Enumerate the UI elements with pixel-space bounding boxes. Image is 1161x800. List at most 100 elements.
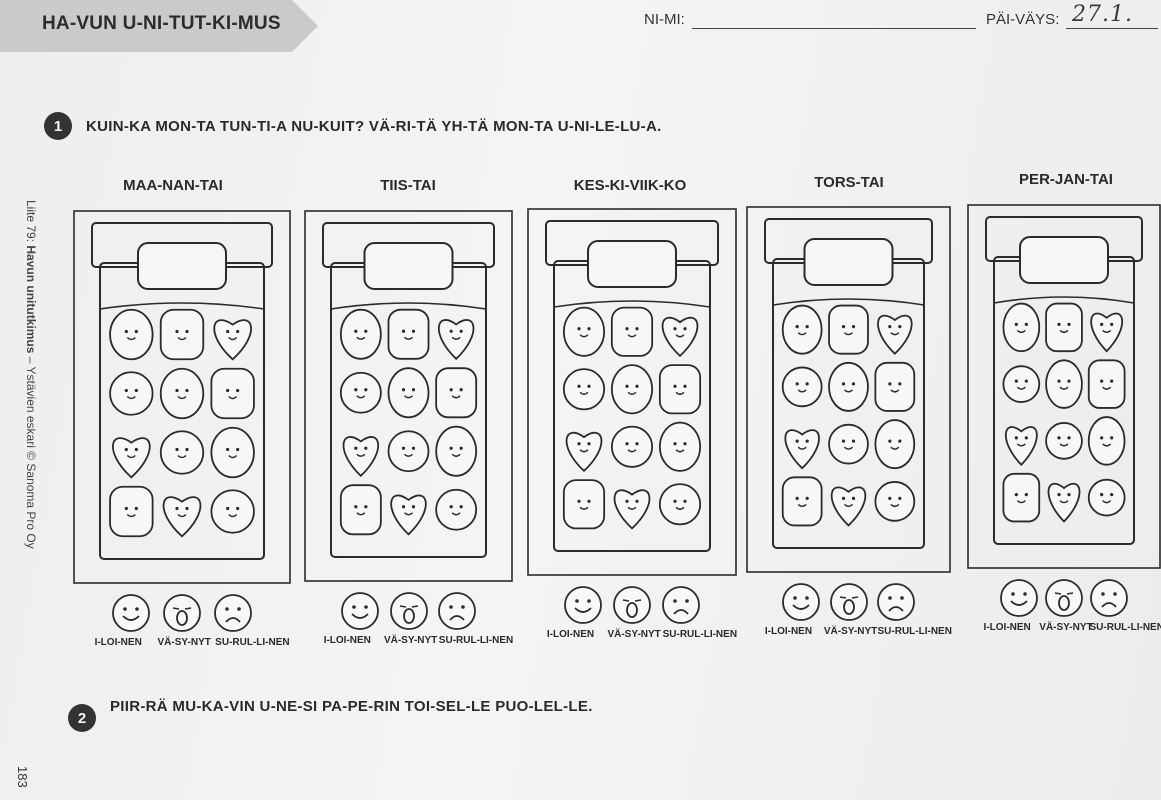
- day-label: TIIS-TAI: [380, 177, 436, 194]
- plush-toy: [562, 479, 606, 530]
- bed-panel: [304, 210, 513, 582]
- task-1-number: 1: [44, 112, 72, 140]
- blanket-edge: [553, 300, 711, 308]
- task-1-instruction: KUIN-KA MON-TA TUN-TI-A NU-KUIT? VÄ-RI-T…: [86, 118, 662, 135]
- plush-toy: [781, 476, 823, 527]
- plush-toy: [1045, 359, 1083, 409]
- plush-toy: [162, 496, 202, 538]
- plush-toy: [387, 308, 430, 360]
- pillow: [803, 238, 894, 286]
- mood-label: SU-RUL-LI-NEN: [662, 629, 738, 640]
- plush-toy: [210, 367, 255, 420]
- mood-label: SU-RUL-LI-NEN: [215, 637, 290, 648]
- sidebar-suffix: – Ystävien eskari © Sanoma Pro Oy: [24, 353, 38, 549]
- plush-toy: [781, 304, 823, 355]
- plush-toy: [661, 316, 699, 358]
- mood-label: I-LOI-NEN: [764, 626, 813, 637]
- yawning-face-icon[interactable]: [611, 584, 653, 626]
- blanket-edge: [772, 298, 925, 306]
- plush-toy: [1045, 422, 1083, 460]
- plush-toy: [658, 364, 702, 415]
- smiley-face-icon[interactable]: [562, 584, 604, 626]
- smiley-face-icon[interactable]: [110, 592, 152, 634]
- plush-toy: [159, 430, 205, 475]
- plush-toy: [784, 429, 820, 470]
- smiley-face-icon[interactable]: [780, 581, 822, 623]
- plush-toy: [874, 419, 916, 470]
- plush-toy: [877, 314, 913, 355]
- plush-toy: [438, 319, 475, 361]
- mood-label: SU-RUL-LI-NEN: [877, 626, 952, 637]
- plush-toy: [159, 308, 205, 361]
- day-label: TORS-TAI: [814, 174, 884, 191]
- mood-label: VÄ-SY-NYT: [1039, 622, 1093, 633]
- mood-label: VÄ-SY-NYT: [157, 637, 211, 648]
- yawning-face-icon[interactable]: [1043, 577, 1085, 619]
- plush-toy: [828, 423, 869, 465]
- title-banner: [0, 0, 318, 52]
- worksheet-title: HA-VUN U-NI-TUT-KI-MUS: [42, 13, 281, 34]
- date-label: PÄI-VÄYS:: [986, 11, 1060, 28]
- date-field[interactable]: [1066, 28, 1158, 29]
- plush-toy: [610, 364, 654, 415]
- blanket-edge: [330, 302, 487, 310]
- plush-toy: [339, 371, 382, 414]
- plush-toy: [610, 425, 654, 468]
- plush-toy: [435, 367, 478, 419]
- bed-panel: [527, 208, 737, 576]
- plush-toy: [339, 484, 382, 536]
- mood-label: VÄ-SY-NYT: [823, 626, 878, 637]
- mood-label: SU-RUL-LI-NEN: [1089, 622, 1161, 633]
- name-field[interactable]: [692, 28, 976, 29]
- smiley-face-icon[interactable]: [998, 577, 1040, 619]
- plush-toy: [565, 431, 603, 473]
- plush-toy: [658, 421, 702, 472]
- plush-toy: [1087, 359, 1126, 409]
- mood-label: I-LOI-NEN: [983, 622, 1031, 633]
- sad-face-icon[interactable]: [212, 592, 254, 634]
- day-label: MAA-NAN-TAI: [123, 177, 223, 194]
- plush-toy: [658, 483, 702, 526]
- pillow: [363, 242, 454, 290]
- plush-toy: [435, 425, 478, 477]
- plush-toy: [390, 494, 427, 536]
- yawning-face-icon[interactable]: [828, 581, 870, 623]
- smiley-face-icon[interactable]: [339, 590, 381, 632]
- mood-label: I-LOI-NEN: [323, 635, 371, 646]
- date-value: 27.1.: [1072, 2, 1133, 27]
- panel-frame: [73, 210, 291, 584]
- mood-label: VÄ-SY-NYT: [383, 635, 438, 646]
- mood-label: VÄ-SY-NYT: [607, 629, 661, 640]
- yawning-face-icon[interactable]: [388, 590, 430, 632]
- sad-face-icon[interactable]: [436, 590, 478, 632]
- plush-toy: [112, 437, 151, 479]
- sad-face-icon[interactable]: [660, 584, 702, 626]
- plush-toy: [213, 319, 252, 361]
- day-label: KES-KI-VIIK-KO: [573, 177, 687, 194]
- sad-face-icon[interactable]: [1088, 577, 1130, 619]
- name-label: NI-MI:: [644, 11, 685, 28]
- plush-toy: [1002, 302, 1041, 353]
- plush-toy: [210, 426, 255, 479]
- pillow: [587, 240, 677, 288]
- plush-toy: [339, 308, 382, 360]
- plush-toy: [1087, 416, 1126, 466]
- plush-toy: [1045, 302, 1083, 353]
- plush-toy: [387, 367, 430, 419]
- blanket-edge: [99, 302, 265, 310]
- plush-toy: [387, 430, 430, 473]
- bed-panel: [73, 210, 291, 584]
- task-2-instruction: PIIR-RÄ MU-KA-VIN U-NE-SI PA-PE-RIN TOI-…: [110, 698, 593, 715]
- plush-toy: [1002, 365, 1041, 403]
- yawning-face-icon[interactable]: [161, 592, 203, 634]
- panel-frame: [967, 204, 1161, 569]
- sidebar-credit: Liite 79: Havun unitutkimus – Ystävien e…: [24, 200, 38, 549]
- sad-face-icon[interactable]: [875, 581, 917, 623]
- plush-toy: [828, 304, 869, 355]
- bed-panel: [746, 206, 951, 573]
- day-label: PER-JAN-TAI: [1019, 171, 1113, 188]
- plush-toy: [159, 367, 205, 420]
- mood-label: I-LOI-NEN: [94, 637, 142, 648]
- plush-toy: [109, 308, 154, 361]
